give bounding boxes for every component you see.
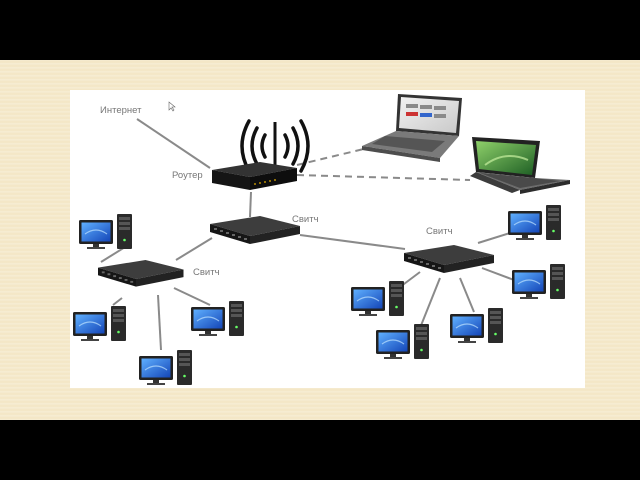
left-switch-pc3-link xyxy=(157,294,162,351)
desktop-computer-icon xyxy=(507,204,562,241)
internet-router-link xyxy=(136,118,211,169)
desktop-computer-icon xyxy=(78,213,133,250)
laptop-2 xyxy=(470,137,570,194)
right-switch-pc5-link xyxy=(459,277,475,313)
router-device xyxy=(212,122,297,190)
internet-label: Интернет xyxy=(100,105,142,116)
switch-left-label: Свитч xyxy=(193,267,220,278)
network-switch-icon xyxy=(98,260,184,287)
wifi-signal-icon xyxy=(240,119,310,173)
desktop-right-2 xyxy=(511,263,566,300)
desktop-computer-icon xyxy=(375,323,430,360)
desktop-computer-icon xyxy=(350,280,405,317)
desktop-left-4 xyxy=(190,300,245,337)
desktop-computer-icon xyxy=(449,307,504,344)
router-laptop2-link xyxy=(296,174,471,181)
right-switch-pc4-link xyxy=(419,277,441,329)
desktop-computer-icon xyxy=(190,300,245,337)
left-switch-pc2-link xyxy=(112,297,123,306)
router-laptop1-link xyxy=(296,146,373,166)
desktop-right-5 xyxy=(449,307,504,344)
switch-main-label: Свитч xyxy=(292,214,319,225)
desktop-right-3 xyxy=(350,280,405,317)
desktop-computer-icon xyxy=(138,349,193,386)
switch-right xyxy=(404,245,494,273)
router-switch-main-link xyxy=(249,191,252,218)
switch-main-right-link xyxy=(299,234,406,250)
switch-left xyxy=(98,260,184,287)
switch-main-left-link xyxy=(175,237,213,261)
right-switch-pc2-link xyxy=(481,267,515,281)
right-switch-pc1-link xyxy=(477,232,511,244)
switch-main xyxy=(210,216,300,244)
desktop-left-2 xyxy=(72,305,127,342)
desktop-left-1 xyxy=(78,213,133,250)
switch-right-label: Свитч xyxy=(426,226,453,237)
laptop-1 xyxy=(362,94,462,162)
cursor-arrow-icon xyxy=(168,101,176,112)
desktop-computer-icon xyxy=(511,263,566,300)
desktop-right-1 xyxy=(507,204,562,241)
laptop-icon xyxy=(362,94,462,162)
wireless-router-icon xyxy=(212,162,297,190)
router-label: Роутер xyxy=(172,170,203,181)
network-switch-icon xyxy=(404,245,494,273)
desktop-computer-icon xyxy=(72,305,127,342)
desktop-right-4 xyxy=(375,323,430,360)
left-switch-pc4-link xyxy=(173,287,211,306)
desktop-left-3 xyxy=(138,349,193,386)
laptop-icon xyxy=(470,137,570,194)
network-switch-icon xyxy=(210,216,300,244)
